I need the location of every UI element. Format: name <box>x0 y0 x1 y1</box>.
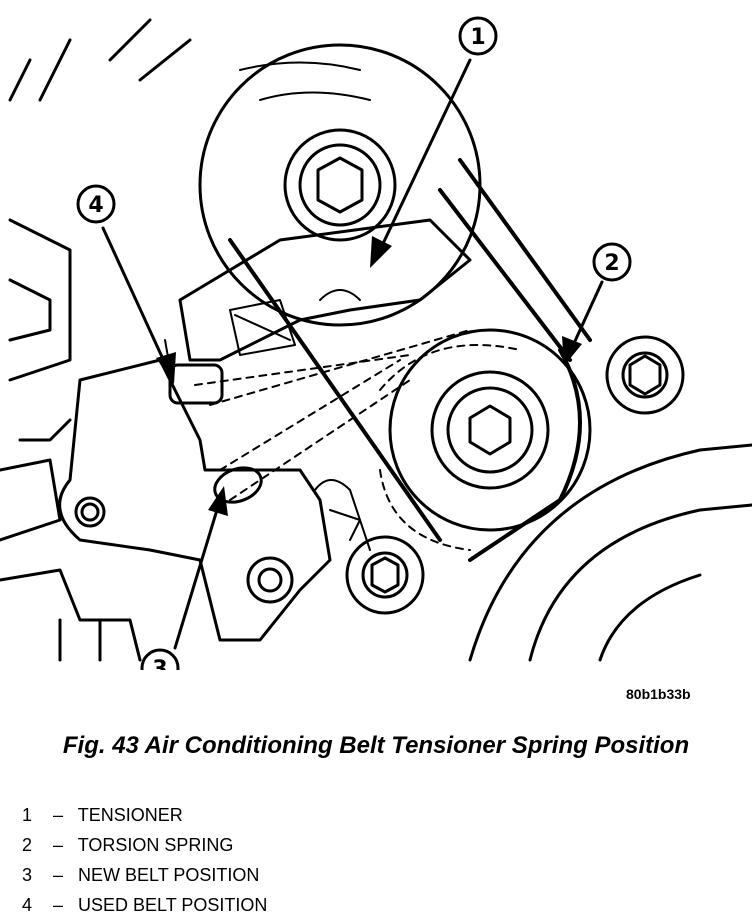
lower-bolts <box>246 479 425 615</box>
tensioner-illustration: 1 2 3 4 <box>0 16 752 670</box>
tensioner-pulley <box>388 328 592 532</box>
drive-belt <box>228 158 592 562</box>
accessory-bracket <box>58 358 332 642</box>
callout-2: 2 <box>592 242 632 282</box>
legend-number: 1 <box>22 805 33 825</box>
callout-3-label: 3 <box>152 657 167 670</box>
engine-background <box>0 18 192 662</box>
spring-travel-lines <box>194 329 521 551</box>
legend-number: 2 <box>22 835 33 855</box>
spring-hook-new <box>213 466 263 504</box>
tensioner-arm <box>178 218 472 362</box>
drawing-code: 80b1b33b <box>626 686 691 702</box>
leader-arrows <box>101 58 604 650</box>
callout-3: 3 <box>140 648 180 670</box>
legend-label: TORSION SPRING <box>77 835 234 855</box>
upper-pulley <box>198 43 482 327</box>
legend-item: 4 – USED BELT POSITION <box>22 890 267 920</box>
legend-item: 2 – TORSION SPRING <box>22 830 267 860</box>
legend: 1 – TENSIONER 2 – TORSION SPRING 3 – NEW… <box>22 800 267 920</box>
legend-label: USED BELT POSITION <box>78 895 268 915</box>
legend-separator: – <box>53 865 64 885</box>
legend-number: 4 <box>22 895 33 915</box>
legend-item: 1 – TENSIONER <box>22 800 267 830</box>
legend-number: 3 <box>22 865 33 885</box>
figure-caption: Fig. 43 Air Conditioning Belt Tensioner … <box>62 732 690 759</box>
legend-separator: – <box>53 895 64 915</box>
callout-4-label: 4 <box>88 193 103 218</box>
callout-2-label: 2 <box>604 251 619 276</box>
legend-label: TENSIONER <box>77 805 183 825</box>
legend-label: NEW BELT POSITION <box>78 865 260 885</box>
engine-casting-right <box>468 443 752 662</box>
legend-separator: – <box>53 835 64 855</box>
legend-item: 3 – NEW BELT POSITION <box>22 860 267 890</box>
callout-1-label: 1 <box>470 25 485 50</box>
callout-1: 1 <box>458 16 498 56</box>
right-bolt <box>605 335 685 415</box>
legend-separator: – <box>53 805 64 825</box>
callout-4: 4 <box>76 184 116 224</box>
